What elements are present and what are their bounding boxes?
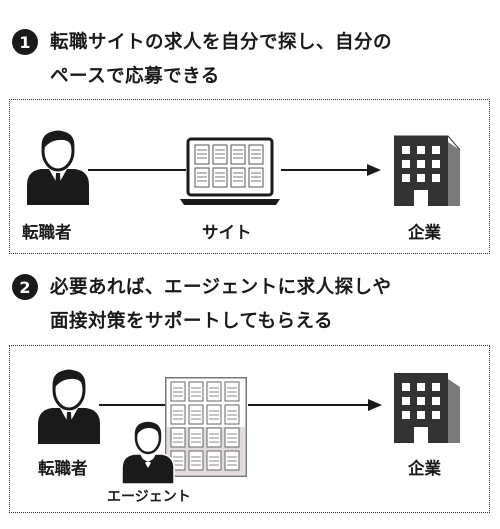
laptop-icon xyxy=(180,137,280,205)
step-1-panel xyxy=(9,99,490,254)
step-1-title-line-2: ペースで応募できる xyxy=(50,66,220,87)
seeker-label: 転職者 xyxy=(38,459,88,478)
building-icon xyxy=(394,135,461,206)
step-2-badge: 2 xyxy=(12,274,38,300)
step-2-title-line-2: 面接対策をサポートしてもらえる xyxy=(50,311,333,332)
step-1-badge: 1 xyxy=(12,29,38,55)
seeker-label: 転職者 xyxy=(22,223,72,242)
connector-line xyxy=(88,169,186,171)
person-icon xyxy=(27,130,89,205)
step-2-heading: 2 必要あれば、エージェントに求人探しや 面接対策をサポートしてもらえる xyxy=(12,271,391,339)
company-label: 企業 xyxy=(408,223,441,242)
step-2-panel xyxy=(9,345,490,513)
step-2-title: 必要あれば、エージェントに求人探しや 面接対策をサポートしてもらえる xyxy=(50,271,391,339)
agent-icon xyxy=(121,421,175,484)
building-icon xyxy=(394,373,460,443)
arrow-icon xyxy=(281,164,381,176)
step-2-title-line-1: 必要あれば、エージェントに求人探しや xyxy=(50,277,392,298)
step-1-heading: 1 転職サイトの求人を自分で探し、自分の ペースで応募できる xyxy=(12,26,392,94)
step-1-title-line-1: 転職サイトの求人を自分で探し、自分の xyxy=(50,32,393,53)
agent-label: エージェント xyxy=(107,489,191,505)
company-label: 企業 xyxy=(408,459,441,478)
arrow-icon xyxy=(248,399,382,411)
connector-line xyxy=(99,404,167,406)
job-board-icon xyxy=(165,377,247,477)
step-1-title: 転職サイトの求人を自分で探し、自分の ペースで応募できる xyxy=(50,26,392,94)
site-label: サイト xyxy=(202,223,252,242)
person-icon xyxy=(38,369,100,444)
